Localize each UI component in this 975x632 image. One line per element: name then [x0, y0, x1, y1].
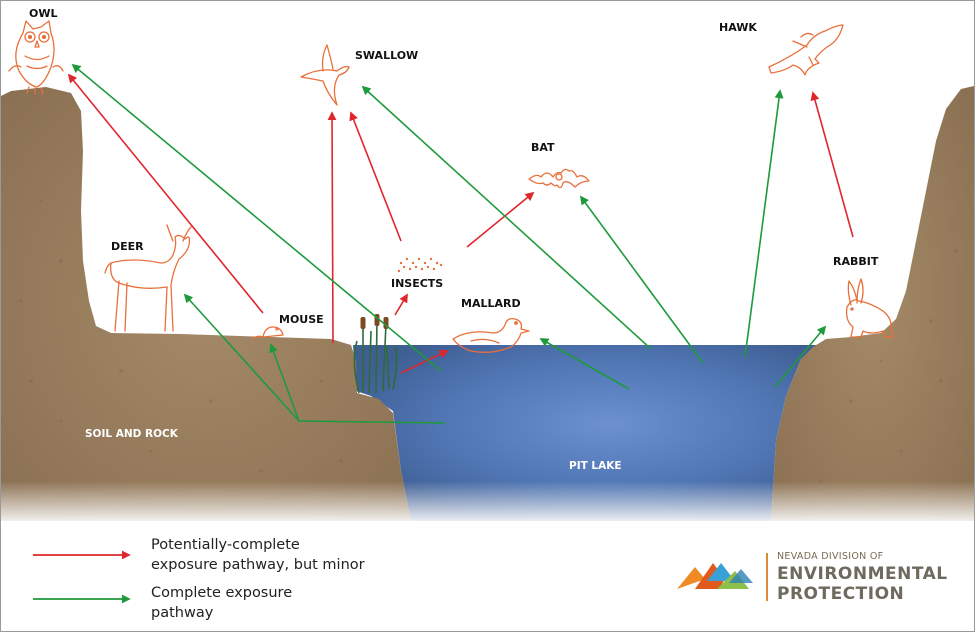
legend-minor-line1: Potentially-complete	[151, 537, 300, 553]
owl-icon	[8, 20, 64, 95]
cattails	[353, 318, 398, 394]
soil-pathway-base	[298, 420, 446, 424]
left-soil-and-rock	[1, 87, 411, 521]
label-insects: INSECTS	[391, 277, 443, 290]
label-owl: OWL	[29, 7, 58, 20]
label-pit-lake: PIT LAKE	[569, 460, 622, 472]
right-soil-and-rock	[771, 86, 974, 521]
logo-agency-prefix: NEVADA DIVISION OF	[777, 551, 884, 562]
legend-minor-line2: exposure pathway, but minor	[151, 557, 365, 573]
arrow-lake-to-swallow	[361, 85, 652, 350]
swallow-icon	[300, 44, 350, 106]
bottom-fade	[1, 481, 974, 526]
bat-icon	[528, 168, 590, 189]
arrow-rabbit-to-hawk	[810, 91, 854, 238]
mouse-icon	[252, 326, 284, 340]
hawk-icon	[768, 24, 844, 76]
label-rabbit: RABBIT	[833, 255, 879, 268]
arrow-soil-to-deer	[183, 293, 300, 422]
arrow-lake-to-rabbit	[774, 325, 827, 388]
minor-pathway-arrows	[67, 73, 854, 374]
label-swallow: SWALLOW	[355, 49, 418, 62]
arrow-insects-to-swallow	[349, 111, 402, 242]
mallard-icon	[452, 317, 530, 353]
insects-icon	[397, 257, 443, 273]
soil-texture	[19, 199, 958, 483]
arrow-mouse-to-owl	[67, 73, 264, 314]
legend-minor-text: Potentially-complete exposure pathway, b…	[151, 535, 365, 575]
pit-lake-water	[353, 345, 819, 521]
deer-icon	[104, 224, 192, 332]
label-hawk: HAWK	[719, 21, 757, 34]
arrow-lake-to-mallard-green	[539, 338, 630, 390]
label-bat: BAT	[531, 141, 555, 154]
arrow-lake-to-bat	[579, 195, 704, 364]
logo-divider	[766, 553, 768, 601]
logo-title-line1: ENVIRONMENTAL	[777, 564, 948, 584]
label-mallard: MALLARD	[461, 297, 521, 310]
arrow-insects-to-bat	[466, 191, 535, 248]
label-deer: DEER	[111, 240, 144, 253]
arrow-lake-to-mallard	[400, 350, 449, 374]
label-soil-and-rock: SOIL AND ROCK	[85, 428, 179, 440]
complete-pathway-arrows	[71, 63, 827, 424]
arrow-cattail-to-swallow	[327, 111, 337, 344]
arrow-lake-to-owl	[71, 63, 442, 372]
label-mouse: MOUSE	[279, 313, 324, 326]
legend-complete-text: Complete exposure pathway	[151, 583, 292, 623]
arrow-lake-to-hawk	[744, 89, 784, 358]
legend-complete-line2: pathway	[151, 605, 214, 621]
ndep-logo-mark	[677, 563, 753, 589]
legend-complete-line1: Complete exposure	[151, 585, 293, 601]
arrow-soil-to-mouse	[269, 343, 300, 422]
rabbit-icon	[845, 278, 894, 338]
logo-title-line2: PROTECTION	[777, 584, 905, 604]
arrow-cattails-to-insects	[394, 293, 408, 316]
